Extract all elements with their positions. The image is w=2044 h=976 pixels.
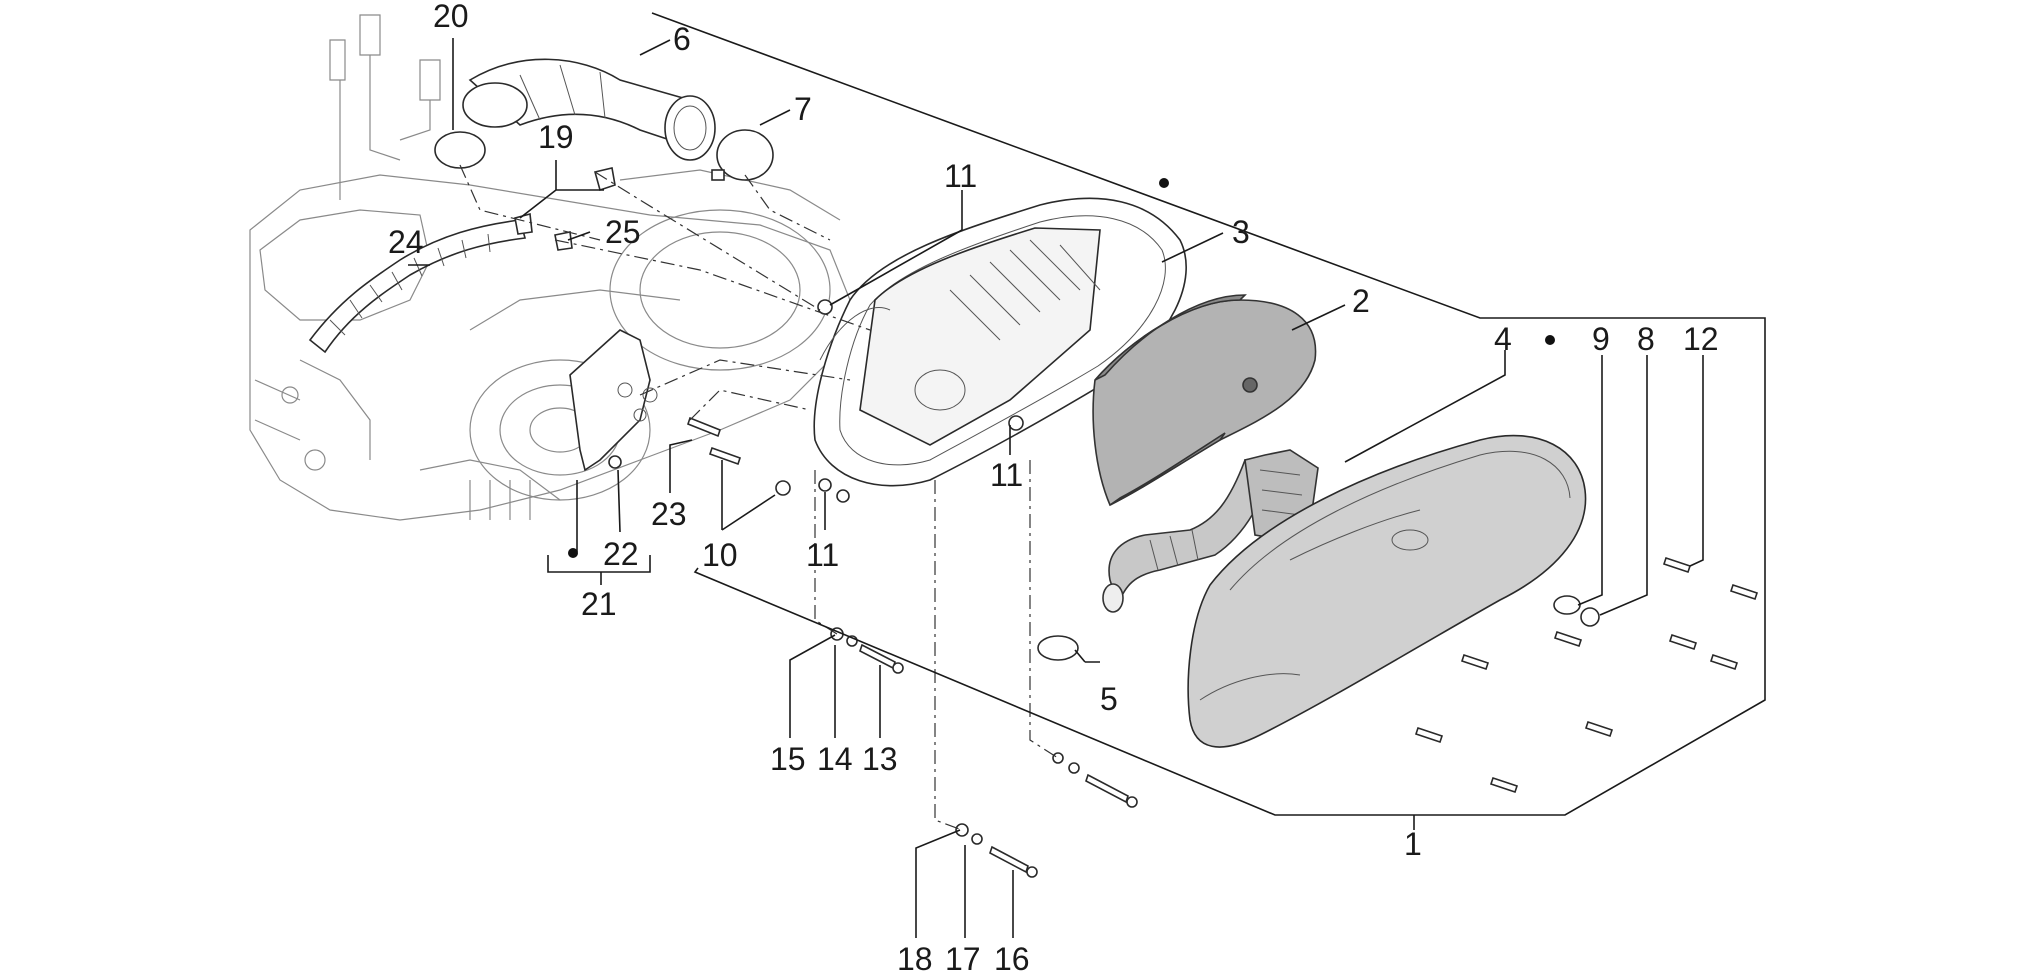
marker-dot-cover	[1545, 335, 1555, 345]
intake-duct	[462, 58, 716, 161]
washer-22	[608, 455, 622, 469]
label-part-19: 19	[538, 119, 574, 155]
label-part-1: 1	[1404, 826, 1422, 862]
hose-clamp-7	[716, 129, 774, 181]
label-part-3: 3	[1232, 214, 1250, 250]
label-part-5: 5	[1100, 681, 1118, 717]
label-part-11-middle: 11	[990, 457, 1023, 493]
label-part-11-top: 11	[944, 158, 977, 194]
bolt-10a	[708, 446, 742, 466]
label-part-2: 2	[1352, 283, 1370, 319]
label-part-15: 15	[770, 741, 806, 777]
clip-19	[594, 167, 616, 192]
clamp-5	[1037, 635, 1079, 661]
bolt-set-16-18	[955, 823, 1038, 878]
label-part-12: 12	[1683, 321, 1719, 357]
nut-11-housing	[1008, 415, 1024, 431]
plug-8	[1580, 607, 1600, 627]
air-box-housing	[813, 197, 1187, 487]
filter-element	[1092, 294, 1317, 507]
leader-lines	[408, 12, 1766, 938]
label-part-7: 7	[794, 91, 812, 127]
label-part-6: 6	[673, 21, 691, 57]
nut-11d	[836, 489, 850, 503]
bracket-21	[569, 329, 658, 472]
bolt-set-13-15	[830, 627, 904, 674]
bolt-set-lower-right	[1052, 752, 1138, 808]
screws-12	[1414, 556, 1759, 794]
marker-dot-bracket	[568, 548, 578, 558]
label-part-23: 23	[651, 496, 687, 532]
marker-dot-housing	[1159, 178, 1169, 188]
clamp-screw-7	[711, 169, 725, 181]
label-part-22: 22	[603, 536, 639, 572]
label-part-14: 14	[817, 741, 853, 777]
label-part-18: 18	[897, 941, 933, 976]
label-part-16: 16	[994, 941, 1030, 976]
label-part-25: 25	[605, 214, 641, 250]
bolt-23	[687, 416, 721, 438]
bolt-10b	[775, 480, 791, 496]
part-labels: 1 2 3 4 5 6 7 8 9 10 11 11 11 12 13 14 1…	[388, 0, 1719, 976]
label-part-21: 21	[581, 586, 617, 622]
assembly-guide-lines	[459, 164, 1059, 831]
label-part-24: 24	[388, 224, 424, 260]
hose-clamp-20	[434, 131, 486, 169]
label-part-11-lower: 11	[806, 537, 839, 573]
label-part-4: 4	[1494, 321, 1512, 357]
label-part-17: 17	[945, 941, 981, 976]
air-box-cover	[1187, 434, 1587, 748]
clip-24-top	[514, 212, 533, 235]
nut-11c	[818, 478, 832, 492]
label-part-13: 13	[862, 741, 898, 777]
cap-9	[1553, 595, 1581, 615]
label-part-8: 8	[1637, 321, 1655, 357]
label-part-9: 9	[1592, 321, 1610, 357]
label-part-10: 10	[702, 537, 738, 573]
label-part-20: 20	[433, 0, 469, 34]
clip-25	[554, 231, 573, 251]
